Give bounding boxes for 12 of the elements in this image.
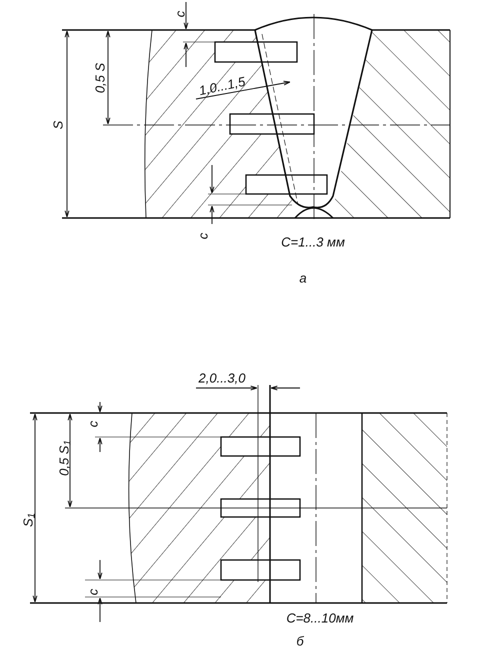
dimension-label: 2,0...3,0 (198, 372, 246, 384)
dimension-label: 0,5 S (94, 62, 106, 94)
dimension-label: c (86, 588, 100, 596)
dimension-label: а (299, 272, 307, 284)
dimension-label: c (196, 232, 210, 240)
dimension-label: S (52, 120, 64, 130)
dimension-label: б (296, 634, 304, 648)
dimension-label: c (86, 420, 100, 428)
dimension-label: c (174, 10, 186, 18)
dimension-label: C=1...3 мм (281, 236, 345, 248)
dimension-label: C=8...10мм (286, 612, 354, 624)
dimension-label: 1,0...1,5 (198, 74, 246, 98)
